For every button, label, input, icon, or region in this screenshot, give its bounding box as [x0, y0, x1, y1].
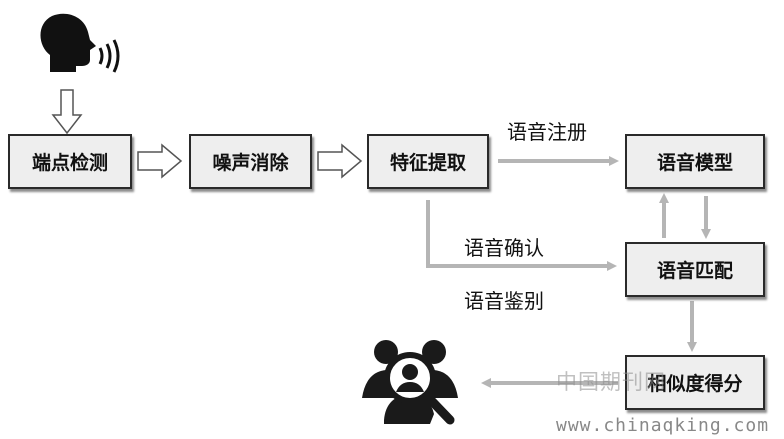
node-noise-removal: 噪声消除	[189, 134, 312, 189]
edge-label-confirmation: 语音确认	[464, 236, 544, 260]
watermark-url: www.chinaqking.com	[556, 415, 770, 436]
node-speech-matching: 语音匹配	[625, 242, 765, 297]
edge-label-identification: 语音鉴别	[464, 289, 544, 313]
arrow-detection-to-noise	[137, 143, 183, 179]
speaking-head-icon	[40, 13, 120, 73]
user-search-icon	[362, 340, 458, 425]
edge-label-registration: 语音注册	[507, 120, 587, 144]
node-endpoint-detection: 端点检测	[8, 134, 132, 189]
arrow-head-to-detection	[51, 89, 83, 135]
node-similarity-score: 相似度得分	[625, 355, 765, 410]
node-feature-extraction: 特征提取	[367, 134, 489, 189]
arrow-noise-to-feature	[317, 143, 363, 179]
watermark-site-cn: 中国期刊网	[556, 370, 666, 394]
node-speech-model: 语音模型	[625, 134, 765, 189]
arrow-feature-to-matching	[426, 200, 617, 271]
